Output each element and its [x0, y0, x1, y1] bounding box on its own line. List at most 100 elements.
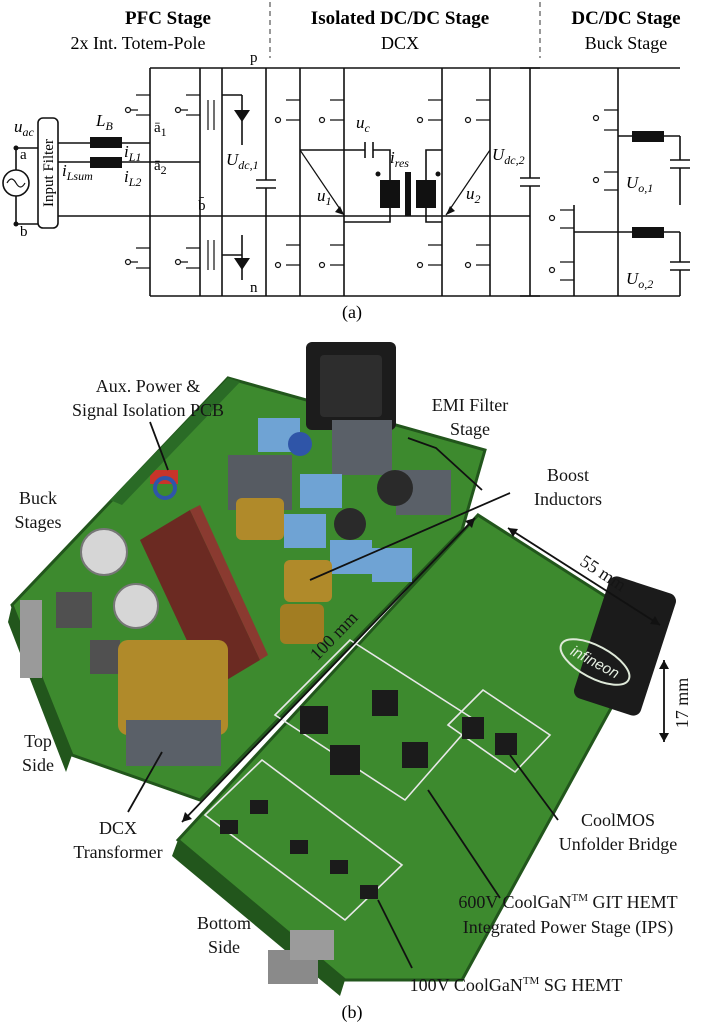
- node-a2-label: ā2: [154, 158, 167, 177]
- pfc-input-wiring: [58, 142, 530, 217]
- lb-label: LB: [95, 111, 113, 133]
- sine-icon: [6, 178, 26, 188]
- node-dot: [13, 145, 19, 151]
- node-b-label: b: [20, 224, 28, 240]
- aux-leader-line: [149, 421, 169, 471]
- buck-capacitor: [113, 583, 159, 629]
- dcx-transformer-secondary: [416, 180, 436, 208]
- bottom-side-label-line2: Side: [208, 937, 240, 957]
- emi-label-line2: Stage: [450, 419, 490, 439]
- film-capacitor: [284, 514, 326, 548]
- buck-capacitor: [80, 528, 128, 576]
- buck-inductor: [56, 592, 92, 628]
- stage-subtitle-pfc: 2x Int. Totem-Pole: [71, 33, 206, 53]
- dc-rails-buck: [520, 67, 680, 297]
- dcx-transformer-core: [126, 720, 221, 766]
- boost-inductor-core: [236, 498, 284, 540]
- stage-subtitle-buck: Buck Stage: [585, 33, 668, 53]
- input-filter-box: [37, 117, 59, 229]
- resonant-capacitor: [364, 142, 374, 158]
- caption-a: (a): [342, 302, 362, 323]
- dcx-primary-bridge: [274, 68, 345, 296]
- node-b-bar-label: b̄: [198, 198, 206, 214]
- stage-title-pfc: PFC Stage: [125, 8, 211, 29]
- dim-55mm-line: [507, 527, 661, 626]
- emi-bracket: [407, 437, 483, 491]
- uo1-label: Uo,1: [626, 173, 653, 195]
- node-p-label: p: [250, 50, 258, 66]
- toroid-inductor: [334, 508, 366, 540]
- uc-label: uc: [356, 113, 371, 135]
- hardware-photo: infineon: [8, 342, 676, 996]
- buck-inductor: [90, 640, 120, 674]
- aux-pcb: [110, 378, 240, 505]
- gan100-region-outline: [203, 758, 404, 922]
- node-a-label: a: [20, 147, 27, 163]
- y-capacitor: [288, 432, 312, 456]
- buck-label-line2: Stages: [15, 512, 62, 532]
- gan100-chip: [250, 800, 268, 814]
- dim-17mm-label: 17 mm: [672, 678, 692, 729]
- gan100-label: 100V CoolGaNTM SG HEMT: [410, 975, 623, 995]
- gan100-chip: [360, 885, 378, 899]
- gan-ips-chip: [372, 690, 398, 716]
- gan600-label-line2: Integrated Power Stage (IPS): [463, 917, 673, 938]
- photo-annotations: Aux. Power & Signal Isolation PCB EMI Fi…: [15, 376, 693, 1023]
- gan600-label-line1: 600V CoolGaNTM GIT HEMT: [458, 892, 677, 912]
- gan-ips-chip: [330, 745, 360, 775]
- gan600-leader-line: [427, 789, 501, 899]
- input-filter-label: Input Filter: [41, 139, 57, 207]
- boost-inductor-core: [284, 560, 332, 602]
- stage-title-dcx: Isolated DC/DC Stage: [311, 8, 489, 29]
- aux-label-line1: Aux. Power &: [96, 376, 201, 396]
- caption-b: (b): [342, 1002, 363, 1023]
- electrolytic-capacitor: [140, 510, 260, 690]
- emi-choke: [332, 420, 392, 475]
- gan100-chip: [220, 820, 238, 834]
- pfc-switch-legs: [124, 68, 250, 296]
- uo2-label: Uo,2: [626, 269, 653, 291]
- film-capacitor: [300, 474, 342, 508]
- boost-label-line2: Inductors: [534, 489, 602, 509]
- dcx-secondary-bridge: [416, 68, 491, 296]
- aux-label-line2: Signal Isolation PCB: [72, 400, 224, 420]
- node-a1-label: ā1: [154, 120, 167, 139]
- infineon-logo: [559, 638, 631, 686]
- dcx-label-line2: Transformer: [73, 842, 162, 862]
- dcx-transformer-primary: [380, 180, 400, 208]
- i-l2-label: iL2: [124, 167, 141, 189]
- u-ac-label: uac: [14, 117, 35, 139]
- node-dot: [13, 221, 19, 227]
- gan100-chip: [290, 840, 308, 854]
- top-side-label-line2: Side: [22, 755, 54, 775]
- output-connector-bottom: [290, 930, 334, 960]
- resonant-tank-wiring: [300, 149, 391, 223]
- buck-stages: [548, 68, 690, 296]
- i-lsum-label: iLsum: [62, 161, 93, 183]
- node-n-label: n: [250, 280, 258, 296]
- coolmos-label-line1: CoolMOS: [581, 810, 655, 830]
- u2-label: u2: [466, 184, 481, 206]
- boost-label-line1: Boost: [547, 465, 589, 485]
- boost-inductor-1: [90, 137, 122, 148]
- dcx-transformer: [118, 640, 228, 735]
- output-connector: [20, 600, 42, 678]
- circuit-schematic: PFC Stage 2x Int. Totem-Pole Isolated DC…: [2, 2, 690, 323]
- buck-label-line1: Buck: [19, 488, 57, 508]
- coolmos-chip: [462, 717, 484, 739]
- udc1-label: Udc,1: [226, 150, 259, 172]
- dcx-label-line1: DCX: [99, 818, 137, 838]
- boost-inductor-2: [90, 157, 122, 168]
- dcx-transformer-core: [405, 172, 411, 216]
- gan-ips-chip: [300, 706, 328, 734]
- stage-subtitle-dcx: DCX: [381, 33, 419, 53]
- emi-label-line1: EMI Filter: [432, 395, 509, 415]
- udc2-label: Udc,2: [492, 145, 525, 167]
- coolmos-leader-line: [509, 754, 559, 821]
- gan-ips-chip: [402, 742, 428, 768]
- top-side-label-line1: Top: [24, 731, 52, 751]
- ires-label: ires: [390, 148, 409, 170]
- dc-rails: [150, 67, 540, 297]
- bottom-side-label-line1: Bottom: [197, 913, 251, 933]
